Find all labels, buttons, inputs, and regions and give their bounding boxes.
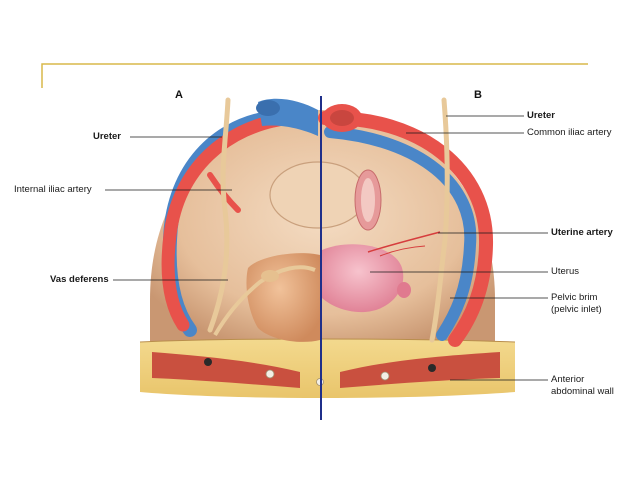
label-ureter-left: Ureter (93, 131, 121, 142)
left-artery (161, 111, 297, 332)
right-artery (318, 110, 494, 347)
uterus-shape (322, 244, 404, 313)
label-ureter-right: Ureter (527, 110, 555, 121)
ureter-left-path (207, 97, 231, 333)
label-vas-deferens: Vas deferens (50, 274, 109, 285)
abdominal-wall-muscle-right (340, 352, 500, 388)
abdominal-wall-muscle-left (152, 352, 300, 388)
rectum (269, 161, 367, 229)
panel-label-b: B (474, 89, 482, 101)
label-common-iliac-artery: Common iliac artery (527, 127, 612, 138)
uterine-artery (367, 231, 441, 253)
ureter-right-path (429, 97, 450, 343)
label-anterior: Anterior (551, 374, 585, 385)
label-internal-iliac-artery: Internal iliac artery (14, 184, 92, 195)
label-uterus: Uterus (551, 266, 579, 277)
panel-label-a: A (175, 89, 183, 101)
label-abdominal-wall: abdominal wall (551, 386, 614, 397)
label-pelvic-inlet: (pelvic inlet) (551, 304, 602, 315)
label-pelvic-brim: Pelvic brim (551, 292, 598, 303)
label-uterine-artery: Uterine artery (551, 227, 613, 238)
vas-deferens-path (213, 265, 316, 337)
right-vein (324, 126, 477, 341)
abdominal-wall (140, 339, 515, 398)
frame-line (41, 63, 588, 88)
